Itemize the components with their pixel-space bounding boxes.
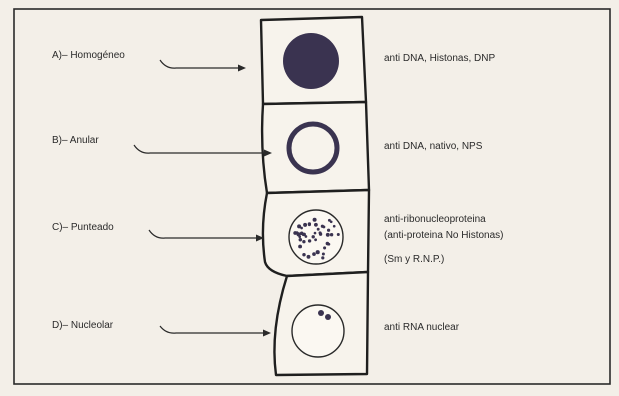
- speckle-dot: [323, 246, 326, 249]
- nucleolus-dot: [325, 314, 331, 320]
- speckle-dot: [308, 223, 311, 226]
- speckle-dot: [330, 233, 333, 236]
- speckle-dot: [328, 219, 331, 222]
- speckle-dot: [298, 245, 302, 249]
- nucleus-homogeneous: [283, 33, 339, 89]
- antibody-label-c1: anti-ribonucleoproteina: [384, 214, 486, 225]
- speckle-dot: [337, 233, 340, 236]
- speckle-dot: [314, 238, 317, 241]
- speckle-dot: [317, 228, 320, 231]
- speckle-dot: [308, 239, 311, 242]
- speckle-dot: [327, 229, 330, 232]
- speckle-dot: [322, 252, 325, 255]
- speckle-dot: [316, 250, 320, 254]
- antibody-label-a: anti DNA, Histonas, DNP: [384, 53, 495, 64]
- antibody-label-c2: (anti-proteina No Histonas): [384, 230, 504, 241]
- arrow-a: [160, 60, 240, 68]
- speckle-dot: [326, 233, 330, 237]
- speckle-dot: [319, 233, 322, 236]
- antibody-label-d: anti RNA nuclear: [384, 322, 460, 333]
- pattern-label-d: D)– Nucleolar: [52, 320, 114, 331]
- nucleus-nucleolar: [292, 305, 344, 357]
- nucleolus-dot: [318, 310, 324, 316]
- antibody-label-b: anti DNA, nativo, NPS: [384, 141, 483, 152]
- antibody-label-c3: (Sm y R.N.P.): [384, 254, 444, 265]
- speckle-dot: [321, 225, 324, 228]
- speckle-dot: [307, 255, 311, 259]
- nucleus-speckled: [289, 210, 343, 264]
- speckle-dot: [333, 225, 336, 228]
- speckle-dot: [312, 235, 315, 238]
- speckle-dot: [302, 240, 305, 243]
- speckle-dot: [299, 238, 302, 241]
- speckle-dot: [302, 253, 305, 256]
- speckle-dot: [312, 252, 316, 256]
- arrow-d: [160, 326, 265, 333]
- pattern-label-a: A)– Homogéneo: [52, 50, 125, 61]
- arrow-c: [149, 230, 258, 238]
- speckle-dot: [302, 233, 305, 236]
- speckle-dot: [298, 235, 301, 238]
- speckle-dot: [296, 231, 299, 234]
- arrow-b: [134, 145, 266, 153]
- speckle-dot: [303, 223, 307, 227]
- speckle-dot: [305, 235, 308, 238]
- pattern-label-c: C)– Punteado: [52, 222, 114, 233]
- speckle-dot: [300, 227, 303, 230]
- speckle-dot: [313, 218, 317, 222]
- pointer-arrows: [134, 60, 266, 333]
- speckle-dot: [314, 232, 317, 235]
- speckle-dot: [321, 256, 324, 259]
- speckle-dot: [314, 223, 318, 227]
- speckle-dot: [326, 242, 330, 246]
- pattern-label-b: B)– Anular: [52, 135, 99, 146]
- cell-b-outline: [262, 102, 369, 193]
